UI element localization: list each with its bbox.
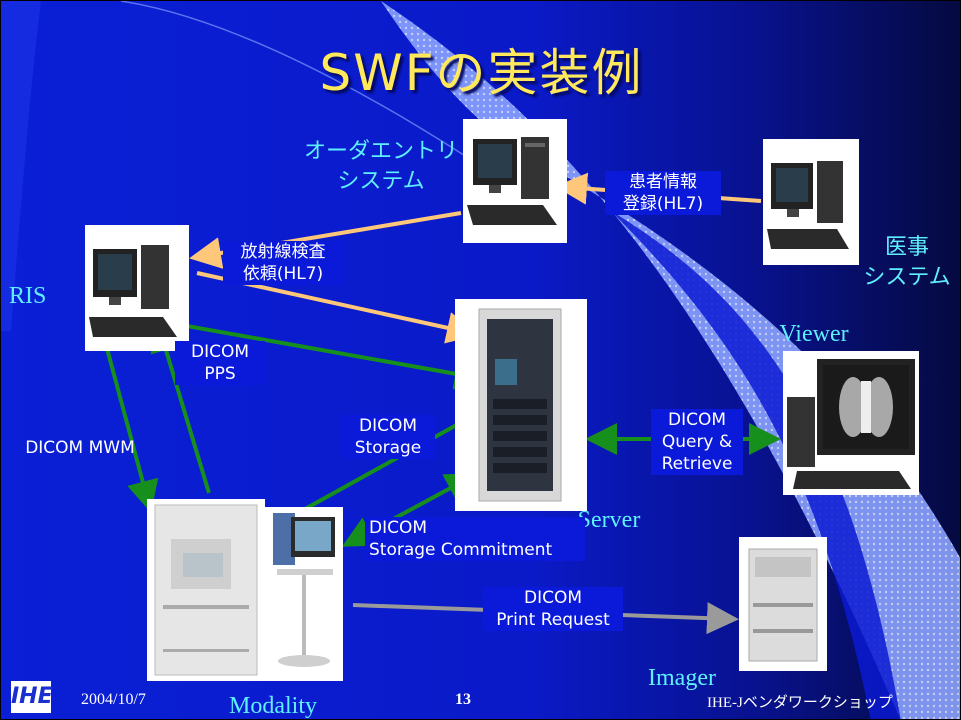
edge-label-patient-info: 患者情報 登録(HL7) <box>605 171 721 215</box>
edge-label-print-request: DICOM Print Request <box>483 587 623 631</box>
node-label-order-entry: オーダエントリ システム <box>303 139 458 194</box>
medical-system-pc-image <box>763 139 859 265</box>
edge-label-query-retrieve: DICOM Query & Retrieve <box>651 409 743 475</box>
node-label-medical-system: 医事 システム <box>863 235 951 290</box>
arrow-dicom-mwm <box>103 340 159 513</box>
order-entry-pc-image <box>463 119 567 243</box>
footer-event: IHE-Jベンダワークショップ <box>707 695 893 711</box>
edge-label-exam-request: 放射線検査 依頼(HL7) <box>223 241 343 285</box>
ris-pc-image <box>85 225 189 351</box>
node-label-ris: RIS <box>9 283 47 309</box>
footer-date: 2004/10/7 <box>81 691 146 708</box>
edge-label-dicom-mwm: DICOM MWM <box>25 438 135 458</box>
node-label-viewer: Viewer <box>779 321 849 347</box>
imager-printer-image <box>739 537 827 671</box>
edge-label-dicom-pps: DICOM PPS <box>175 341 265 385</box>
modality-console-image <box>265 507 343 681</box>
ihe-logo: IHE <box>11 681 53 713</box>
server-rack-image <box>455 299 587 511</box>
ihe-logo-text: IHE <box>11 684 53 709</box>
node-label-imager: Imager <box>648 665 716 691</box>
footer-page-number: 13 <box>455 691 471 708</box>
viewer-workstation-image <box>783 351 919 495</box>
arrow-dicom-pps <box>150 319 211 494</box>
modality-scanner-image <box>147 499 265 681</box>
node-label-modality: Modality <box>229 693 317 719</box>
edge-label-dicom-storage: DICOM Storage <box>341 415 435 459</box>
arrow-ris-to-server <box>186 324 487 390</box>
slide-title: SWFの実装例 <box>319 44 644 102</box>
edge-label-storage-commitment: DICOM Storage Commitment <box>365 517 585 561</box>
node-label-server: Server <box>577 507 641 533</box>
